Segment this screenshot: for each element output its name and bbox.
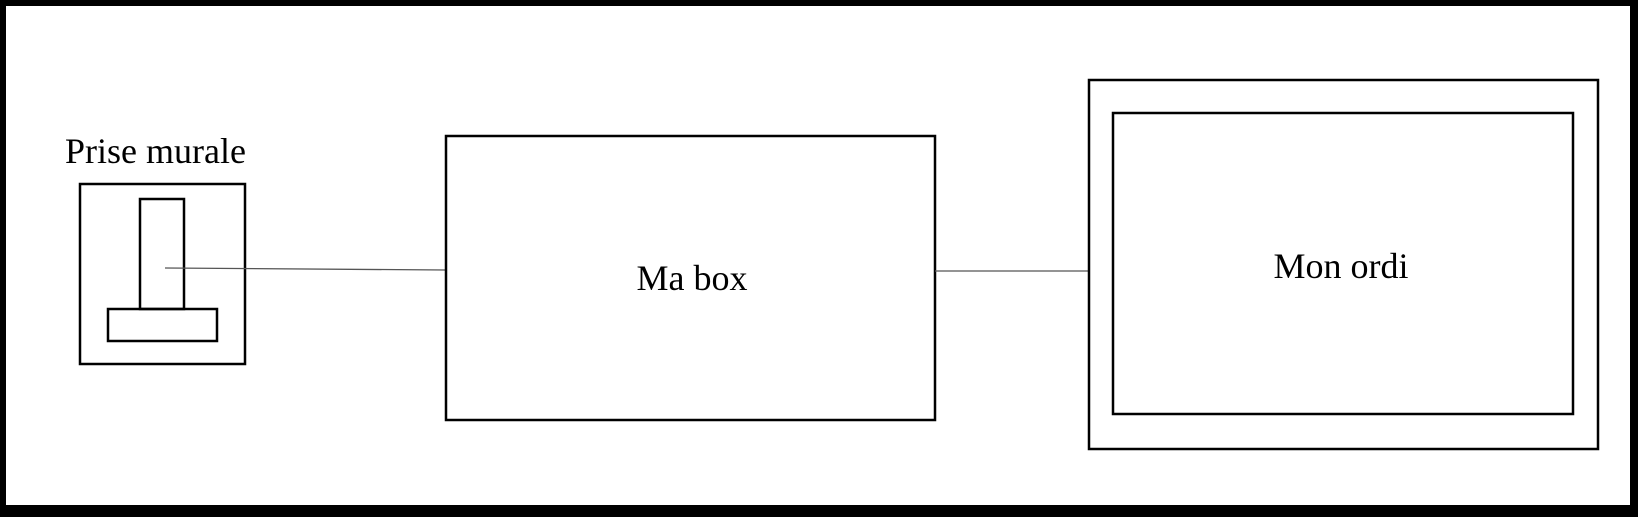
socket-plug-base: [106, 307, 219, 343]
diagram-background: [6, 6, 1630, 505]
computer-screen: [1111, 111, 1575, 416]
wall-socket-node: Prise murale: [65, 131, 247, 366]
computer-label: Mon ordi: [1274, 246, 1409, 286]
connection-socket-to-box: [164, 267, 447, 271]
box-node: Ma box: [444, 134, 937, 422]
computer-outer-frame: [1087, 78, 1600, 451]
wall-socket-label: Prise murale: [65, 131, 246, 171]
box-label: Ma box: [637, 258, 748, 298]
box-outline: [444, 134, 937, 422]
wall-socket-outline: [78, 182, 247, 366]
computer-node: Mon ordi: [1087, 78, 1600, 451]
